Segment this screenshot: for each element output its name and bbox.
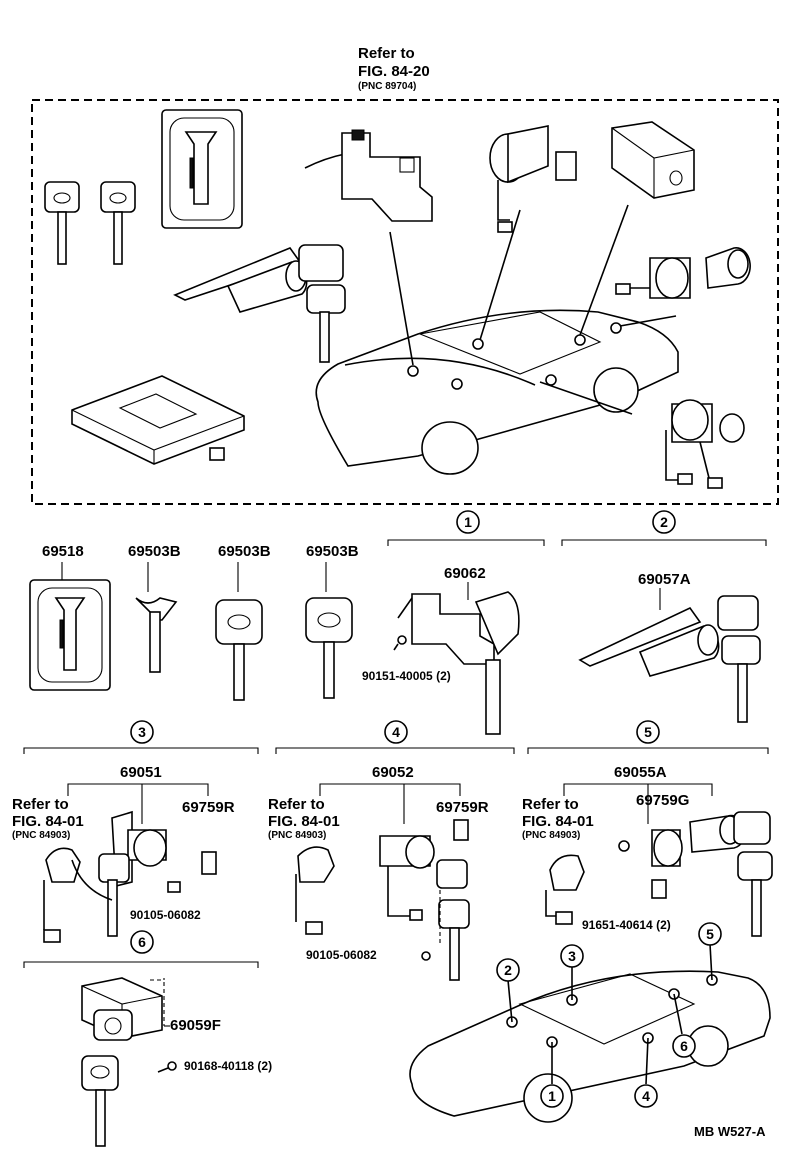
ref5-line1: Refer to [522, 796, 579, 813]
label-69055a: 69055A [614, 764, 667, 781]
label-90105-1: 90105-06082 [130, 908, 201, 922]
ref3-pnc: (PNC 84903) [12, 830, 70, 841]
callout-section-3: 3 [130, 720, 154, 744]
car-callout-5-text: 5 [706, 926, 714, 942]
top-key-card [161, 109, 243, 229]
car-callout-4: 4 [634, 1084, 658, 1108]
trunk-lock-69055a [545, 811, 773, 937]
car-callout-1: 1 [540, 1084, 564, 1108]
ref5-line2: FIG. 84-01 [522, 813, 594, 830]
key-logo-69503b-3 [305, 597, 353, 699]
label-90168: 90168-40118 (2) [184, 1059, 272, 1073]
label-69518: 69518 [42, 543, 84, 560]
label-69503b-1: 69503B [128, 543, 181, 560]
key-blank-69503b [135, 597, 178, 673]
top-door-lock-right [615, 247, 751, 299]
callout-section-5: 5 [636, 720, 660, 744]
callout-section-1: 1 [456, 510, 480, 534]
key-card-69518 [29, 579, 111, 691]
top-trunk-lock [489, 125, 577, 233]
top-ref-line1: Refer to [358, 45, 415, 62]
callout-section-6: 6 [130, 930, 154, 954]
top-door-lock-lower [665, 399, 745, 489]
car-callout-6: 6 [672, 1034, 696, 1058]
callout-6-text: 6 [138, 934, 146, 950]
label-69051: 69051 [120, 764, 162, 781]
label-69759r-1: 69759R [182, 799, 235, 816]
label-69759g: 69759G [636, 792, 689, 809]
callout-2-text: 2 [660, 514, 668, 530]
ref4-line1: Refer to [268, 796, 325, 813]
label-90151: 90151-40005 (2) [362, 669, 451, 683]
ref5-pnc: (PNC 84903) [522, 830, 580, 841]
cylinder-69057a [578, 595, 761, 723]
top-ecu-box [71, 375, 245, 465]
top-key-right [100, 181, 136, 265]
bracket-section-1 [387, 539, 545, 546]
screw-90151 [393, 635, 407, 651]
label-69503b-2: 69503B [218, 543, 271, 560]
top-car [315, 204, 679, 475]
car-callout-4-text: 4 [642, 1088, 650, 1104]
callout-1-text: 1 [464, 514, 472, 530]
label-69052: 69052 [372, 764, 414, 781]
car-callout-3: 3 [560, 944, 584, 968]
label-69057a: 69057A [638, 571, 691, 588]
bracket-section-5 [527, 747, 769, 754]
ref3-line2: FIG. 84-01 [12, 813, 84, 830]
top-ref-line2: FIG. 84-20 [358, 63, 430, 80]
top-ref-pnc: (PNC 89704) [358, 81, 416, 92]
door-lock-69052 [295, 819, 470, 981]
top-key-left [44, 181, 80, 265]
callout-4-text: 4 [392, 724, 400, 740]
top-ignition-cylinder [173, 244, 346, 363]
label-69759r-2: 69759R [436, 799, 489, 816]
label-69503b-3: 69503B [306, 543, 359, 560]
car-callout-6-text: 6 [680, 1038, 688, 1054]
callout-5-text: 5 [644, 724, 652, 740]
key-logo-69503b-2 [215, 599, 263, 701]
label-69059f: 69059F [170, 1017, 221, 1034]
callout-section-4: 4 [384, 720, 408, 744]
top-assembly-boundary [31, 99, 779, 505]
label-91651: 91651-40614 (2) [582, 918, 671, 932]
car-callout-2: 2 [496, 958, 520, 982]
label-90105-2: 90105-06082 [306, 948, 377, 962]
car-callout-2-text: 2 [504, 962, 512, 978]
callout-3-text: 3 [138, 724, 146, 740]
car-callout-5: 5 [698, 922, 722, 946]
ref3-line1: Refer to [12, 796, 69, 813]
ref4-line2: FIG. 84-01 [268, 813, 340, 830]
figure-code: MB W527-A [694, 1124, 766, 1139]
top-door-latch [304, 129, 433, 222]
callout-section-2: 2 [652, 510, 676, 534]
glove-box-lock-69059f [81, 977, 170, 1147]
car-callout-1-text: 1 [548, 1088, 556, 1104]
screw-90168 [157, 1061, 177, 1073]
latch-69062 [397, 591, 520, 735]
car-callout-3-text: 3 [568, 948, 576, 964]
bracket-section-2 [561, 539, 767, 546]
bottom-car [409, 943, 771, 1123]
bracket-section-6 [23, 961, 259, 968]
top-control-box [611, 121, 695, 199]
label-69062: 69062 [444, 565, 486, 582]
bracket-section-3 [23, 747, 259, 754]
door-lock-69051 [43, 810, 217, 943]
bracket-section-4 [275, 747, 515, 754]
ref4-pnc: (PNC 84903) [268, 830, 326, 841]
